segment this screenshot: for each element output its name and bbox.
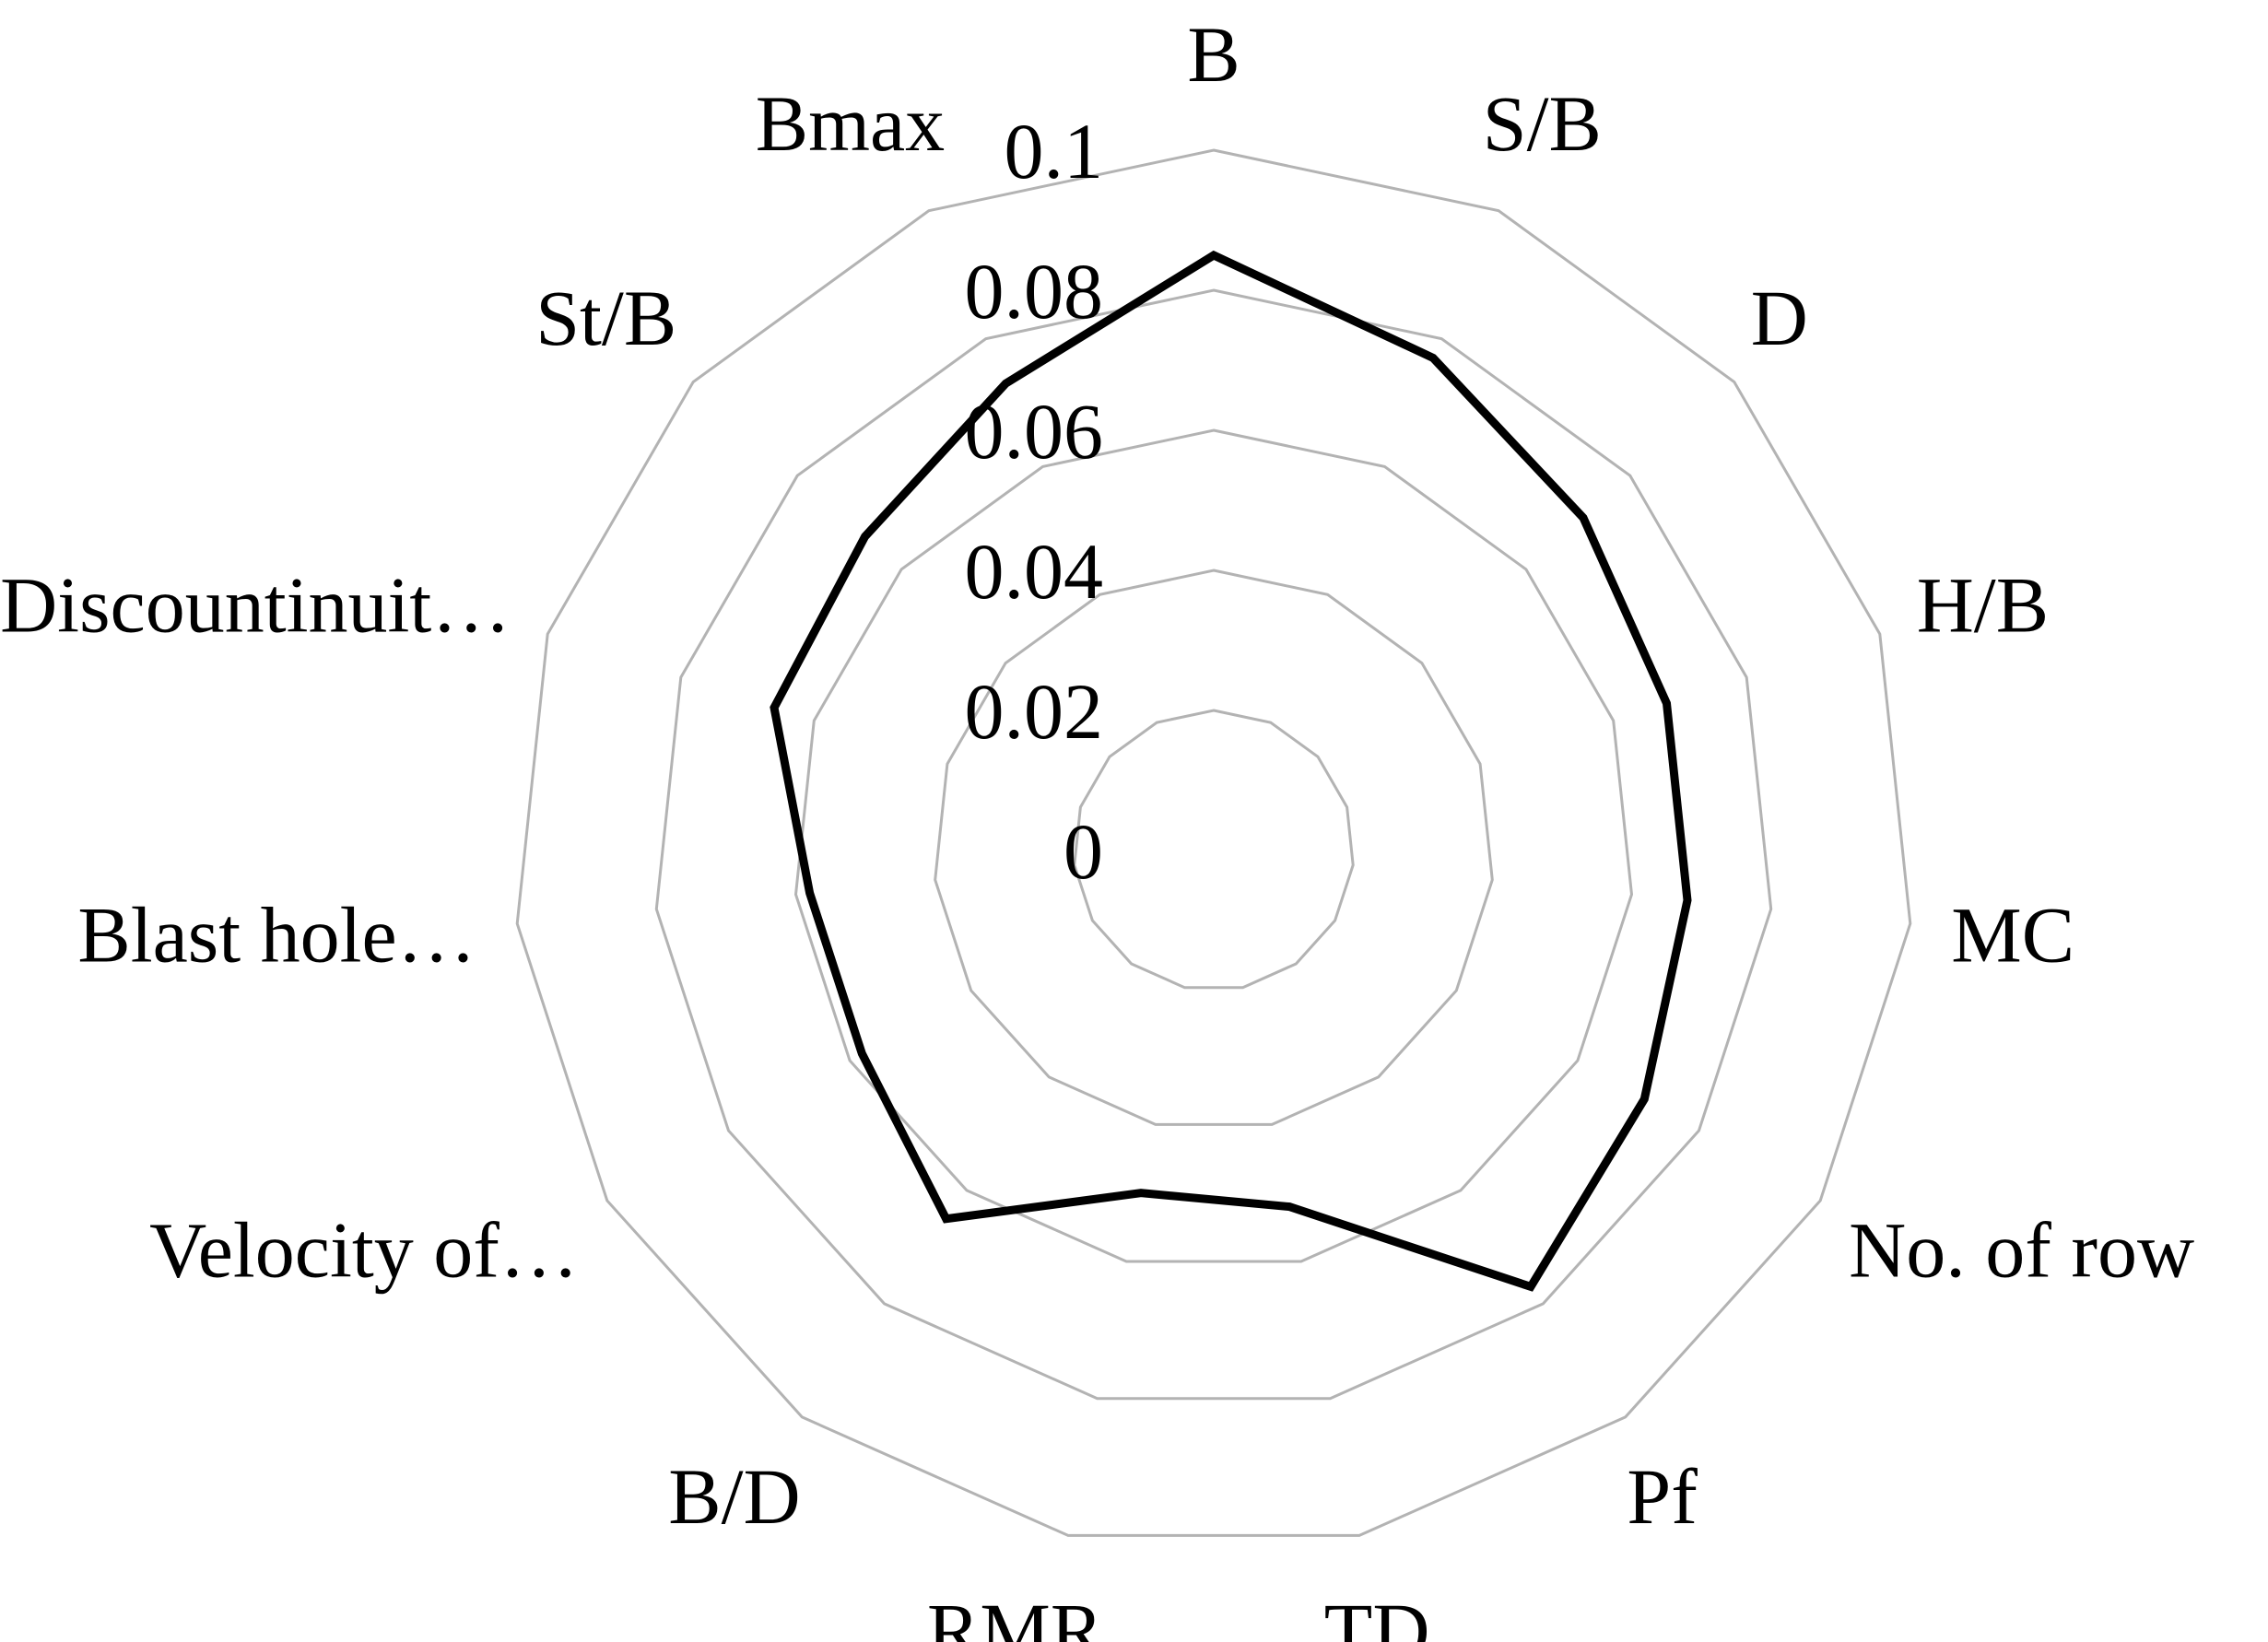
category-label-13: St/B — [535, 274, 676, 362]
data-point-5 — [1643, 1097, 1646, 1100]
data-point-7 — [1288, 1205, 1291, 1208]
tick-label-3: 0.06 — [965, 387, 1104, 475]
radial-tick-labels: 0 0.02 0.04 0.06 0.08 0.1 — [965, 107, 1104, 896]
category-label-7: TD — [1324, 1587, 1430, 1642]
grid-rings — [515, 148, 1912, 1537]
category-label-14: Bmax — [756, 79, 945, 168]
category-label-10: Velocity of… — [149, 1206, 579, 1295]
grid-ring-2 — [934, 569, 1494, 1126]
series-layer — [770, 250, 1692, 1292]
grid-ring-5 — [515, 148, 1912, 1537]
category-label-6: Pf — [1627, 1452, 1698, 1541]
grid-ring-4 — [654, 288, 1773, 1401]
category-label-1: S/B — [1483, 79, 1602, 168]
data-point-10 — [861, 1052, 864, 1055]
category-label-9: B/D — [668, 1452, 800, 1541]
data-point-11 — [808, 892, 811, 895]
category-label-8: RMR — [927, 1587, 1104, 1642]
grid-ring-3 — [793, 428, 1634, 1263]
data-point-14 — [1005, 382, 1007, 385]
data-point-1 — [1432, 357, 1434, 359]
category-label-4: MC — [1951, 890, 2074, 979]
tick-label-0: 0 — [1063, 807, 1103, 896]
category-label-5: No. of row — [1849, 1206, 2194, 1295]
tick-label-5: 0.1 — [1005, 107, 1104, 195]
data-point-2 — [1582, 516, 1584, 519]
data-point-4 — [1686, 899, 1688, 901]
data-point-13 — [864, 535, 866, 538]
category-label-0: B — [1187, 10, 1240, 99]
tick-label-4: 0.08 — [965, 247, 1104, 335]
data-point-12 — [773, 707, 775, 709]
data-point-8 — [1140, 1191, 1142, 1194]
tick-label-1: 0.02 — [965, 667, 1104, 756]
series-line-0 — [770, 250, 1692, 1292]
category-label-3: H/B — [1917, 561, 2049, 650]
data-point-9 — [945, 1217, 947, 1220]
data-point-6 — [1530, 1285, 1532, 1288]
grid-ring-1 — [1073, 709, 1355, 990]
category-label-12: Discountinuit… — [0, 561, 511, 650]
data-point-3 — [1665, 702, 1668, 705]
tick-label-2: 0.04 — [965, 527, 1104, 616]
category-label-11: Blast hole… — [77, 890, 476, 979]
category-label-2: D — [1751, 274, 1808, 362]
data-point-0 — [1213, 254, 1215, 256]
